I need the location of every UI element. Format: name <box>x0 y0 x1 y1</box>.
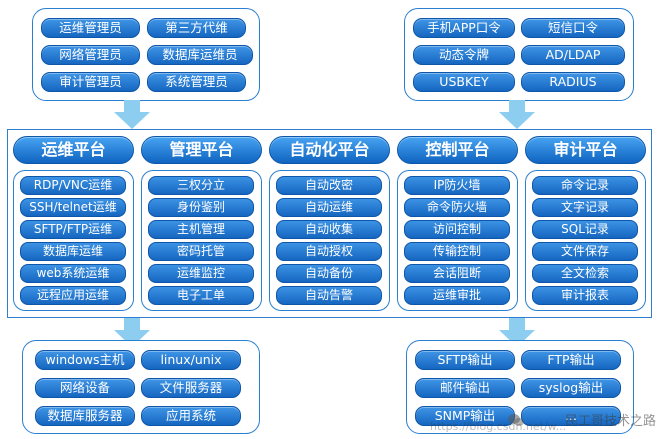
list-item: 命令防火墙 <box>404 198 510 217</box>
list-item: 自动收集 <box>276 220 382 239</box>
target-app-system: 应用系统 <box>141 406 241 426</box>
output-snmp: SNMP输出 <box>415 406 515 426</box>
platform-audit: 审计平台 命令记录 文字记录 SQL记录 文件保存 全文检索 审计报表 <box>525 136 646 311</box>
list-item: 命令记录 <box>532 176 638 195</box>
operator-audit-admin: 审计管理员 <box>41 72 140 92</box>
list-item: 文件保存 <box>532 242 638 261</box>
arrow-down-left-top-icon <box>114 100 150 129</box>
platform-automation: 自动化平台 自动改密 自动运维 自动收集 自动授权 自动备份 自动告警 <box>269 136 390 311</box>
platform-audit-title: 审计平台 <box>525 136 646 164</box>
auth-radius: RADIUS <box>521 72 625 92</box>
operator-system-admin: 系统管理员 <box>147 72 246 92</box>
platform-control-list: IP防火墙 命令防火墙 访问控制 传输控制 会话阻断 运维审批 <box>397 170 518 311</box>
platform-control-title: 控制平台 <box>397 136 518 164</box>
list-item: 全文检索 <box>532 264 638 283</box>
operator-db-ops: 数据库运维员 <box>147 45 253 65</box>
list-item: 自动运维 <box>276 198 382 217</box>
list-item: 自动改密 <box>276 176 382 195</box>
list-item: web系统运维 <box>20 264 126 283</box>
auth-sms: 短信口令 <box>521 18 625 38</box>
wechat-icon <box>508 414 524 426</box>
list-item: 自动授权 <box>276 242 382 261</box>
platform-ops: 运维平台 RDP/VNC运维 SSH/telnet运维 SFTP/FTP运维 数… <box>13 136 134 311</box>
target-linux-unix: linux/unix <box>141 350 241 370</box>
list-item: 文字记录 <box>532 198 638 217</box>
list-item: RDP/VNC运维 <box>20 176 126 195</box>
list-item: 运维审批 <box>404 286 510 305</box>
list-item: 自动告警 <box>276 286 382 305</box>
watermark-text: 民工哥技术之路 <box>564 414 656 429</box>
output-email: 邮件输出 <box>415 378 515 398</box>
platforms-frame: 运维平台 RDP/VNC运维 SSH/telnet运维 SFTP/FTP运维 数… <box>7 129 652 318</box>
list-item: 电子工单 <box>148 286 254 305</box>
arrow-down-right-top-icon <box>499 100 535 129</box>
platform-management-list: 三权分立 身份鉴别 主机管理 密码托管 运维监控 电子工单 <box>141 170 262 311</box>
list-item: 主机管理 <box>148 220 254 239</box>
list-item: 访问控制 <box>404 220 510 239</box>
target-file-server: 文件服务器 <box>141 378 241 398</box>
list-item: 运维监控 <box>148 264 254 283</box>
top-right-auth-group: 手机APP口令 短信口令 动态令牌 AD/LDAP USBKEY RADIUS <box>404 8 634 101</box>
arrow-down-left-bottom-icon <box>114 318 150 347</box>
bottom-left-targets-group: windows主机 linux/unix 网络设备 文件服务器 数据库服务器 应… <box>22 340 260 434</box>
auth-usbkey: USBKEY <box>413 72 515 92</box>
platform-management-title: 管理平台 <box>141 136 262 164</box>
operator-third-party: 第三方代维 <box>147 18 246 38</box>
list-item: 远程应用运维 <box>20 286 126 305</box>
list-item: SQL记录 <box>532 220 638 239</box>
operator-ops-admin: 运维管理员 <box>41 18 140 38</box>
target-network-device: 网络设备 <box>35 378 135 398</box>
auth-token: 动态令牌 <box>413 45 515 65</box>
output-ftp: FTP输出 <box>521 350 621 370</box>
platform-automation-title: 自动化平台 <box>269 136 390 164</box>
list-item: SFTP/FTP运维 <box>20 220 126 239</box>
list-item: 传输控制 <box>404 242 510 261</box>
platform-ops-title: 运维平台 <box>13 136 134 164</box>
auth-mobile-app: 手机APP口令 <box>413 18 515 38</box>
output-syslog: syslog输出 <box>521 378 621 398</box>
list-item: 自动备份 <box>276 264 382 283</box>
list-item: IP防火墙 <box>404 176 510 195</box>
operator-network-admin: 网络管理员 <box>41 45 140 65</box>
bottom-right-outputs-group: SFTP输出 FTP输出 邮件输出 syslog输出 SNMP输出 ... <box>406 340 634 434</box>
arrow-down-right-bottom-icon <box>499 318 535 347</box>
list-item: 三权分立 <box>148 176 254 195</box>
target-db-server: 数据库服务器 <box>35 406 135 426</box>
list-item: 审计报表 <box>532 286 638 305</box>
list-item: 会话阻断 <box>404 264 510 283</box>
auth-ad-ldap: AD/LDAP <box>521 45 625 65</box>
watermark-url: https://blog.csdn.net/w... <box>430 420 567 433</box>
platform-management: 管理平台 三权分立 身份鉴别 主机管理 密码托管 运维监控 电子工单 <box>141 136 262 311</box>
platform-automation-list: 自动改密 自动运维 自动收集 自动授权 自动备份 自动告警 <box>269 170 390 311</box>
list-item: 身份鉴别 <box>148 198 254 217</box>
platform-audit-list: 命令记录 文字记录 SQL记录 文件保存 全文检索 审计报表 <box>525 170 646 311</box>
platform-control: 控制平台 IP防火墙 命令防火墙 访问控制 传输控制 会话阻断 运维审批 <box>397 136 518 311</box>
output-more: ... <box>521 406 621 426</box>
output-sftp: SFTP输出 <box>415 350 515 370</box>
list-item: 数据库运维 <box>20 242 126 261</box>
top-left-operators-group: 运维管理员 第三方代维 网络管理员 数据库运维员 审计管理员 系统管理员 <box>32 8 260 101</box>
list-item: 密码托管 <box>148 242 254 261</box>
list-item: SSH/telnet运维 <box>20 198 126 217</box>
target-windows: windows主机 <box>35 350 135 370</box>
platform-ops-list: RDP/VNC运维 SSH/telnet运维 SFTP/FTP运维 数据库运维 … <box>13 170 134 311</box>
